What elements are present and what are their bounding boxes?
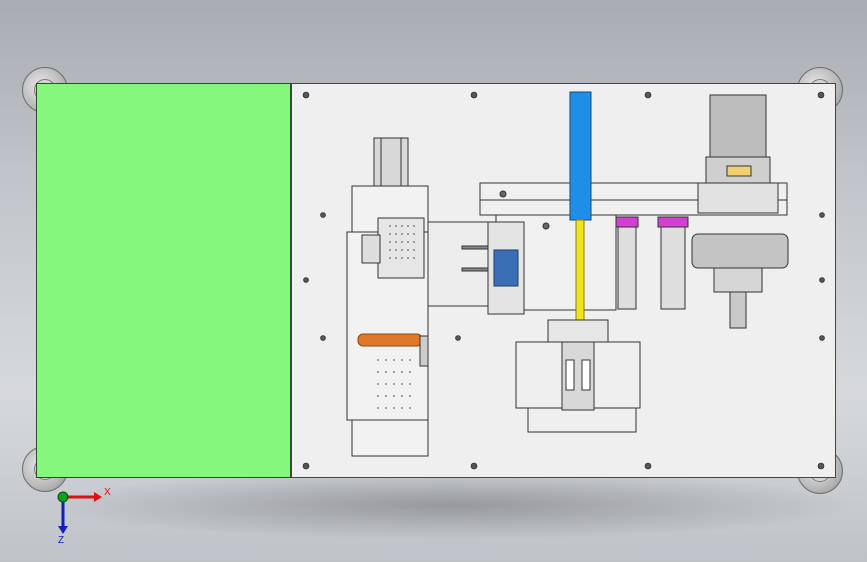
x-axis-label: X (104, 487, 111, 498)
z-axis-label: Z (58, 535, 65, 546)
pneumatic-cylinders (615, 216, 689, 310)
z-axis-arrowhead (58, 526, 68, 534)
gripper-block (515, 319, 641, 433)
x-axis-arrowhead (94, 492, 102, 502)
green-cover-panel[interactable] (36, 83, 291, 478)
origin-marker (57, 491, 69, 503)
feeder-module (346, 137, 499, 457)
feeder-perforation (377, 225, 415, 409)
spindle-motor (691, 94, 789, 329)
plate-screws (302, 91, 825, 470)
ground-shadow (40, 470, 860, 540)
